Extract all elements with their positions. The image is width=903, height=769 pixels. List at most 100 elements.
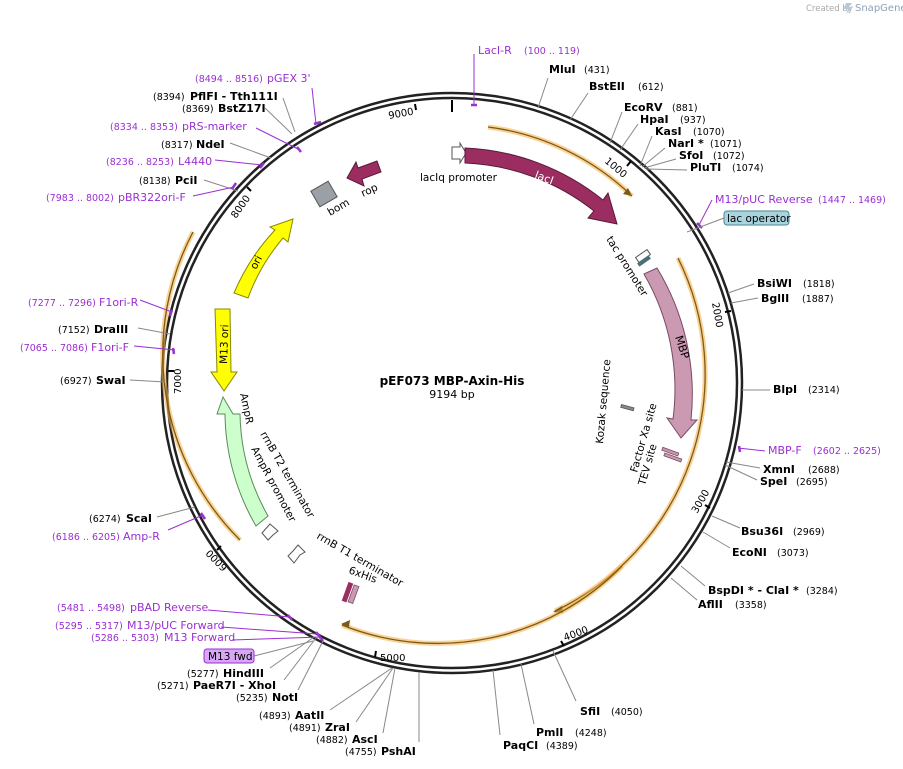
- svg-text:(5277): (5277): [187, 669, 219, 680]
- snapgene-logo-icon: [844, 3, 853, 14]
- svg-text:HindIII: HindIII: [223, 667, 264, 680]
- site-EcoNI[interactable]: EcoNI(3073): [702, 531, 809, 559]
- svg-text:F1ori-F: F1ori-F: [91, 341, 129, 354]
- svg-text:(2695): (2695): [796, 477, 828, 488]
- svg-text:(4755): (4755): [345, 747, 377, 758]
- primer-F1ori-R[interactable]: F1ori-R(7277 .. 7296): [28, 296, 174, 317]
- site-SfiI[interactable]: SfiI(4050): [552, 650, 643, 718]
- svg-text:(6186 .. 6205): (6186 .. 6205): [52, 532, 120, 543]
- tick-9000: 9000: [388, 103, 417, 122]
- svg-text:7000: 7000: [173, 369, 184, 394]
- svg-text:DraIII: DraIII: [94, 323, 128, 336]
- site-BglII[interactable]: BglII(1887): [730, 292, 834, 305]
- primer-M13-pUC-Reverse[interactable]: M13/pUC Reverse(1447 .. 1469): [696, 193, 886, 229]
- svg-text:Amp-R: Amp-R: [123, 530, 160, 543]
- svg-text:M13 ori: M13 ori: [218, 324, 231, 364]
- site-PflFI-Tth111I[interactable]: PflFI - Tth111I(8394): [153, 90, 296, 133]
- site-NdeI[interactable]: NdeI(8317): [161, 138, 272, 159]
- site-PshAI[interactable]: PshAI(4755): [345, 672, 420, 758]
- primer-Amp-R[interactable]: Amp-R(6186 .. 6205): [52, 512, 207, 543]
- site-SfoI[interactable]: SfoI(1072): [643, 149, 745, 169]
- svg-text:(8394): (8394): [153, 92, 185, 103]
- primer-M13-pUC-Forward[interactable]: M13/pUC Forward(5295 .. 5317): [55, 619, 321, 638]
- site-MluI[interactable]: MluI(431): [537, 63, 610, 109]
- svg-text:(8138): (8138): [139, 176, 171, 187]
- svg-text:lacIq promoter: lacIq promoter: [420, 172, 498, 184]
- site-PaqCI[interactable]: PaqCI(4389): [492, 669, 578, 752]
- site-BstEII[interactable]: BstEII(612): [569, 80, 664, 121]
- svg-text:lacI: lacI: [533, 169, 555, 188]
- svg-text:NarI *: NarI *: [668, 137, 704, 150]
- svg-text:BglII: BglII: [761, 292, 789, 305]
- site-PmlI[interactable]: PmlI(4248): [520, 663, 607, 739]
- svg-text:tac promoter: tac promoter: [603, 234, 650, 299]
- site-BstZ17I[interactable]: BstZ17I(8369): [182, 102, 293, 135]
- primer-L4440[interactable]: L4440(8236 .. 8253): [106, 155, 265, 169]
- feature-lacI[interactable]: lacI: [464, 147, 618, 225]
- primer-pBAD-Reverse[interactable]: pBAD Reverse(5481 .. 5498): [57, 601, 293, 621]
- svg-text:BsiWI: BsiWI: [757, 277, 792, 290]
- tick-7000: 7000: [168, 369, 184, 394]
- backbone-inner-ring: [165, 96, 739, 670]
- site-HpaI[interactable]: HpaI (937): [619, 113, 706, 151]
- primer-F1ori-F[interactable]: F1ori-F(7065 .. 7086): [20, 341, 176, 355]
- site-AatII[interactable]: AatII(4893): [259, 667, 393, 722]
- primer-LacI-R[interactable]: LacI-R(100 .. 119): [471, 44, 580, 107]
- svg-text:NotI: NotI: [272, 691, 298, 704]
- svg-text:(3284): (3284): [806, 586, 838, 597]
- feature-bom[interactable]: bom: [310, 180, 352, 219]
- svg-text:pBR322ori-F: pBR322ori-F: [118, 191, 186, 204]
- svg-text:PaqCI: PaqCI: [503, 739, 538, 752]
- feature-m13-fwd[interactable]: M13 fwd: [203, 640, 314, 664]
- svg-text:(5271): (5271): [157, 681, 189, 692]
- primer-pGEX-3[interactable]: pGEX 3'(8494 .. 8516): [195, 72, 322, 126]
- svg-text:SwaI: SwaI: [96, 374, 126, 387]
- site-SpeI[interactable]: SpeI (2695): [724, 464, 828, 488]
- site-PluTI[interactable]: PluTI(1074): [645, 161, 764, 174]
- feature-kozak-sequence[interactable]: Kozak sequence: [594, 359, 635, 444]
- primer-pRS-marker[interactable]: pRS-marker(8334 .. 8353): [110, 120, 302, 153]
- site-BspDI-ClaI[interactable]: BspDI * - ClaI *(3284): [680, 565, 838, 597]
- feature-ori[interactable]: ori: [233, 218, 294, 299]
- primer-M13-Forward[interactable]: M13 Forward(5286 .. 5303): [91, 631, 324, 644]
- primer-MBP-F[interactable]: MBP-F(2602 .. 2625): [737, 444, 881, 457]
- feature-MBP[interactable]: MBP: [643, 267, 699, 439]
- svg-text:(881): (881): [672, 103, 698, 114]
- site-ZraI[interactable]: ZraI(4891): [289, 667, 394, 734]
- site-AscI[interactable]: AscI(4882): [316, 667, 396, 746]
- svg-text:PciI: PciI: [175, 174, 197, 187]
- feature-M13-ori[interactable]: M13 ori: [210, 308, 238, 392]
- svg-text:2000: 2000: [709, 302, 724, 329]
- feature-tac-promoter[interactable]: tac promoter: [603, 234, 652, 299]
- site-PciI[interactable]: PciI (8138): [139, 174, 239, 192]
- site-EcoRV[interactable]: EcoRV(881): [609, 101, 698, 144]
- site-DraIII[interactable]: DraIII(7152): [58, 323, 171, 336]
- site-NarI[interactable]: NarI *(1071): [641, 137, 742, 168]
- svg-text:9000: 9000: [388, 107, 415, 122]
- svg-text:rrnB T1 terminator: rrnB T1 terminator: [315, 530, 406, 590]
- svg-text:(8317): (8317): [161, 140, 193, 151]
- site-PaeR7I-XhoI[interactable]: PaeR7I - XhoI(5271): [157, 637, 317, 692]
- primer-pBR322ori-F[interactable]: pBR322ori-F(7983 .. 8002): [46, 182, 238, 204]
- site-SwaI[interactable]: SwaI(6927): [60, 374, 166, 387]
- svg-text:HpaI: HpaI: [640, 113, 669, 126]
- feature-rrnB-T1-terminator[interactable]: rrnB T1 terminator: [287, 530, 406, 590]
- svg-text:(1074): (1074): [732, 163, 764, 174]
- site-Bsu36I[interactable]: Bsu36I(2969): [711, 515, 825, 538]
- feature-rop[interactable]: rop: [346, 160, 382, 200]
- site-ScaI[interactable]: ScaI(6274): [89, 506, 196, 525]
- svg-text:SpeI: SpeI: [760, 475, 787, 488]
- site-BlpI[interactable]: BlpI(2314): [742, 383, 840, 396]
- feature-lacIq-promoter[interactable]: lacIq promoter: [420, 141, 498, 184]
- site-XmnI[interactable]: XmnI(2688): [725, 461, 840, 476]
- svg-text:KasI: KasI: [655, 125, 682, 138]
- svg-text:(1070): (1070): [693, 127, 725, 138]
- site-BsiWI[interactable]: BsiWI(1818): [727, 277, 835, 294]
- site-AflII[interactable]: AflII(3358): [670, 577, 767, 611]
- svg-text:(937): (937): [680, 115, 706, 126]
- site-NotI[interactable]: NotI(5235): [236, 640, 324, 704]
- site-KasI[interactable]: KasI (1070): [639, 125, 725, 167]
- svg-text:SfoI: SfoI: [679, 149, 703, 162]
- feature-lac-operator[interactable]: lac operator: [686, 210, 791, 233]
